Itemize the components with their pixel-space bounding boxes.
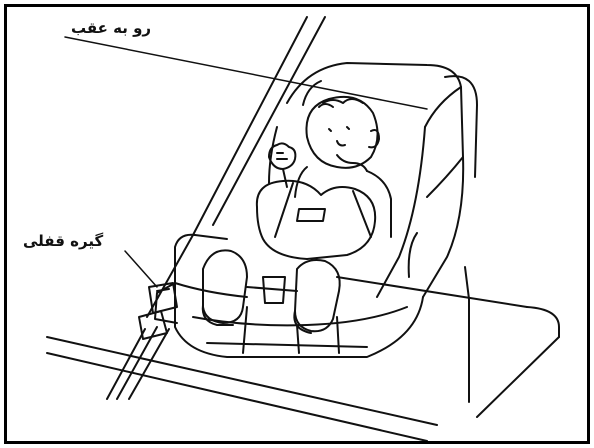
rear-facing-label: رو به عقب (69, 19, 153, 37)
child-seat-illustration (7, 7, 587, 441)
seat-belt-lines (107, 17, 325, 399)
vehicle-seat-base-lines (47, 267, 559, 441)
locking-clip-label: گیره قفلی (21, 232, 105, 250)
child-figure (203, 97, 391, 333)
figure-frame: رو به عقب گیره قفلی (4, 4, 590, 444)
